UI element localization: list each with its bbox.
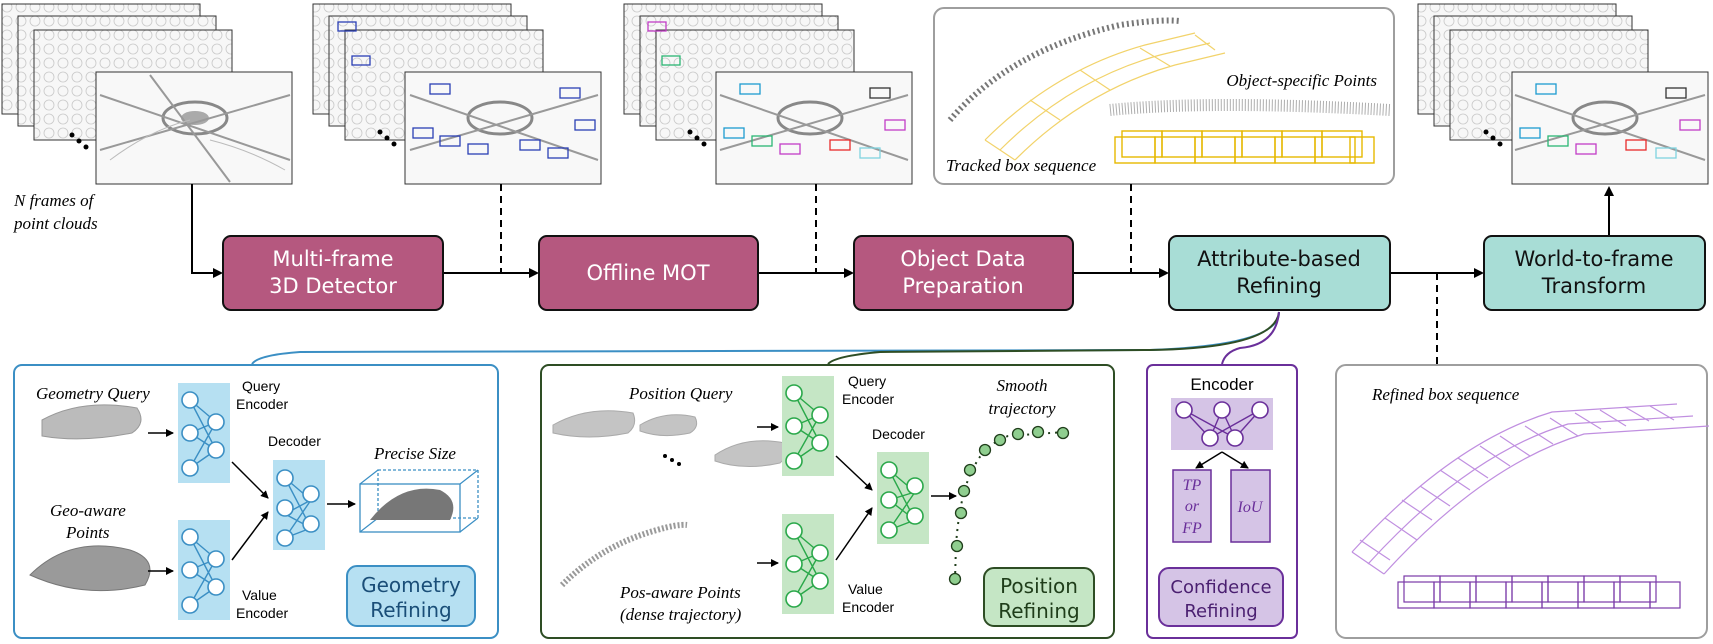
- refining-label-2: Refining: [1236, 274, 1322, 298]
- geometry-query-label: Geometry Query: [36, 384, 150, 403]
- mot-box: Offline MOT: [538, 235, 759, 311]
- output-frames-stack: [1417, 3, 1709, 185]
- refined-box-panel: Refined box sequence: [1335, 364, 1710, 639]
- confidence-badge-label-2: Refining: [1184, 601, 1257, 622]
- geometry-decoder-label: Decoder: [268, 433, 321, 449]
- tracked-boxes: [1114, 130, 1375, 164]
- position-points-label-2: (dense trajectory): [620, 605, 742, 624]
- geometry-query-encoder-label-1: Query: [242, 378, 280, 394]
- refining-label-1: Attribute-based: [1197, 247, 1361, 271]
- geometry-refining-badge: Geometry Refining: [346, 565, 476, 627]
- pipeline-connectors: [191, 184, 1614, 364]
- geometry-badge-label-2: Refining: [370, 598, 452, 622]
- geometry-points-car: [29, 545, 151, 592]
- geometry-points-label-2: Points: [65, 523, 110, 542]
- geometry-output-label: Precise Size: [373, 444, 456, 463]
- geometry-value-encoder-label-1: Value: [242, 587, 277, 603]
- position-output-label-2: trajectory: [988, 399, 1055, 418]
- refined-boxes: [1397, 575, 1681, 609]
- transform-label-1: World-to-frame: [1514, 247, 1673, 271]
- input-frames-stack: [1, 3, 293, 185]
- confidence-encoder: [1171, 398, 1273, 450]
- geometry-value-encoder-label-2: Encoder: [236, 605, 288, 621]
- tp-label: TP: [1183, 477, 1202, 494]
- transform-label-2: Transform: [1541, 274, 1646, 298]
- position-points-label-1: Pos-aware Points: [619, 583, 741, 602]
- tracking-frames-stack: [623, 3, 913, 185]
- mot-label: Offline MOT: [586, 261, 709, 285]
- module-curves: [251, 311, 1281, 365]
- dense-trajectory-points: [559, 521, 688, 588]
- confidence-tp-fp-box: TP or FP: [1172, 469, 1212, 543]
- position-decoder: [877, 452, 929, 544]
- prep-box: Object Data Preparation: [853, 235, 1074, 311]
- smooth-trajectory: [948, 425, 1070, 586]
- confidence-iou-box: IoU: [1230, 469, 1271, 543]
- object-data-panel: Object-specific Points Tracked box seque…: [933, 7, 1395, 185]
- geometry-query-encoder-label-2: Encoder: [236, 396, 288, 412]
- confidence-module: Encoder TP or FP IoU Confidence Refi: [1146, 364, 1298, 639]
- position-query-cars: [552, 410, 788, 468]
- input-caption-line1: N frames of: [13, 191, 96, 210]
- prep-label-1: Object Data: [900, 247, 1025, 271]
- detector-label-1: Multi-frame: [272, 247, 393, 271]
- geometry-decoder: [273, 460, 325, 550]
- confidence-badge-label-1: Confidence: [1170, 577, 1271, 598]
- refining-box: Attribute-based Refining: [1168, 235, 1391, 311]
- refined-box-trail: [1351, 403, 1710, 575]
- position-query-encoder-label-2: Encoder: [842, 391, 894, 407]
- tracked-box-trail: [984, 32, 1226, 161]
- position-decoder-label: Decoder: [872, 426, 925, 442]
- geometry-module: Geometry Query Geo-aware Points Query En…: [13, 364, 499, 639]
- confidence-refining-badge: Confidence Refining: [1158, 567, 1284, 627]
- position-badge-label-2: Refining: [998, 599, 1080, 623]
- geometry-query-encoder: [178, 383, 230, 483]
- position-query-encoder: [782, 376, 834, 476]
- geometry-points-label-1: Geo-aware: [50, 501, 126, 520]
- geometry-value-encoder: [178, 520, 230, 620]
- precise-size-box: [359, 469, 479, 533]
- transform-box: World-to-frame Transform: [1483, 235, 1706, 311]
- position-module: Position Query Pos-aware Points (dense t…: [540, 364, 1115, 639]
- input-caption-line2: point clouds: [13, 214, 98, 233]
- position-value-encoder-label-2: Encoder: [842, 599, 894, 615]
- refined-box-label: Refined box sequence: [1371, 385, 1520, 404]
- prep-label-2: Preparation: [902, 274, 1023, 298]
- fp-label: FP: [1181, 520, 1202, 537]
- object-points-label: Object-specific Points: [1226, 71, 1377, 90]
- detector-box: Multi-frame 3D Detector: [222, 235, 444, 311]
- geometry-badge-label-1: Geometry: [361, 573, 461, 597]
- confidence-encoder-label: Encoder: [1190, 375, 1254, 394]
- detection-frames-stack: [312, 3, 602, 185]
- point-cloud-scene: [99, 74, 291, 183]
- geometry-query-car: [41, 404, 142, 440]
- tracked-box-label: Tracked box sequence: [946, 156, 1097, 175]
- position-value-encoder-label-1: Value: [848, 581, 883, 597]
- position-query-encoder-label-1: Query: [848, 373, 886, 389]
- position-value-encoder: [782, 514, 834, 614]
- detector-label-2: 3D Detector: [269, 274, 397, 298]
- position-output-label-1: Smooth: [997, 376, 1048, 395]
- position-query-label: Position Query: [628, 384, 733, 403]
- or-label: or: [1185, 498, 1200, 515]
- position-badge-label-1: Position: [1000, 574, 1078, 598]
- position-refining-badge: Position Refining: [983, 567, 1095, 627]
- iou-label: IoU: [1237, 499, 1264, 516]
